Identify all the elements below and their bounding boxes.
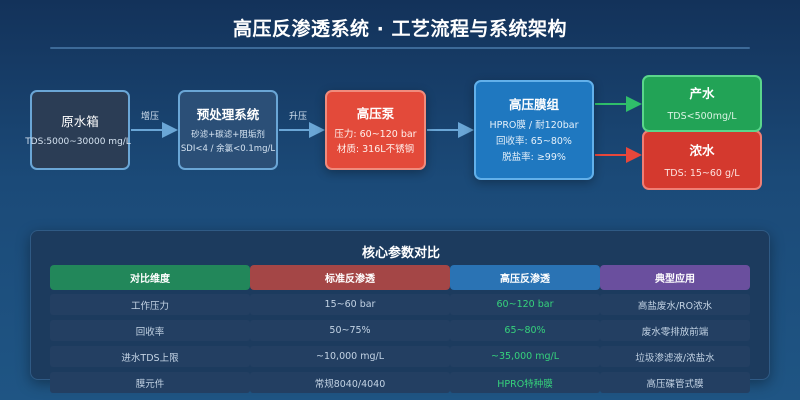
- node-desc: 砂滤+碳滤+阻垢剂: [191, 130, 265, 140]
- product-water-node: 产水 TDS<500mg/L: [642, 75, 762, 132]
- table-cell: HPRO特种膜: [450, 372, 600, 393]
- comparison-table: 对比维度 标准反渗透 高压反渗透 典型应用 工作压力 15~60 bar 60~…: [50, 265, 750, 398]
- table-cell: 60~120 bar: [450, 294, 600, 315]
- node-desc: 脱盐率: ≥99%: [502, 152, 566, 163]
- arrow-label-raise: 升压: [289, 112, 308, 122]
- header-cell-dimension: 对比维度: [50, 265, 250, 290]
- table-row: 回收率 50~75% 65~80% 废水零排放前端: [50, 320, 750, 341]
- title-divider: [50, 47, 750, 49]
- table-cell: 废水零排放前端: [600, 320, 750, 341]
- node-desc: SDI<4 / 余氯<0.1mg/L: [180, 144, 276, 154]
- node-desc: TDS:5000~30000 mg/L: [25, 136, 131, 147]
- node-desc: TDS<500mg/L: [667, 111, 737, 122]
- table-cell: 进水TDS上限: [50, 346, 250, 367]
- table-cell: 回收率: [50, 320, 250, 341]
- node-desc: TDS: 15~60 g/L: [664, 167, 740, 179]
- table-row: 进水TDS上限 ~10,000 mg/L ~35,000 mg/L 垃圾渗滤液/…: [50, 346, 750, 367]
- table-cell: 工作压力: [50, 294, 250, 315]
- table-row: 工作压力 15~60 bar 60~120 bar 高盐废水/RO浓水: [50, 294, 750, 315]
- node-title: 原水箱: [61, 113, 99, 129]
- arrow-label-boost: 增压: [141, 112, 160, 122]
- node-desc: 材质: 316L不锈钢: [336, 144, 415, 155]
- node-desc: 回收率: 65~80%: [496, 136, 572, 147]
- node-title: 高压膜组: [508, 97, 559, 112]
- table-cell: 高盐废水/RO浓水: [600, 294, 750, 315]
- table-cell: 垃圾渗滤液/浓盐水: [600, 346, 750, 367]
- node-title: 高压泵: [356, 106, 395, 121]
- node-title: 预处理系统: [196, 107, 260, 122]
- high-pressure-pump-node: 高压泵 压力: 60~120 bar 材质: 316L不锈钢: [325, 90, 426, 170]
- concentrate-node: 浓水 TDS: 15~60 g/L: [642, 130, 762, 190]
- pretreatment-node: 预处理系统 砂滤+碳滤+阻垢剂 SDI<4 / 余氯<0.1mg/L: [178, 90, 278, 170]
- table-cell: 膜元件: [50, 372, 250, 393]
- header-cell-standard-ro: 标准反渗透: [250, 265, 450, 290]
- header-cell-high-pressure-ro: 高压反渗透: [450, 265, 600, 290]
- table-cell: 50~75%: [250, 320, 450, 341]
- table-cell: 15~60 bar: [250, 294, 450, 315]
- node-desc: HPRO膜 / 耐120bar: [489, 120, 579, 131]
- panel-title: 核心参数对比: [361, 246, 440, 261]
- table-row: 膜元件 常规8040/4040 HPRO特种膜 高压碟管式膜: [50, 372, 750, 393]
- table-cell: ~35,000 mg/L: [450, 346, 600, 367]
- node-desc: 压力: 60~120 bar: [334, 129, 417, 140]
- node-title: 产水: [689, 86, 715, 101]
- table-cell: ~10,000 mg/L: [250, 346, 450, 367]
- table-cell: 65~80%: [450, 320, 600, 341]
- membrane-group-node: 高压膜组 HPRO膜 / 耐120bar 回收率: 65~80% 脱盐率: ≥9…: [474, 80, 594, 180]
- raw-water-tank-node: 原水箱 TDS:5000~30000 mg/L: [25, 90, 131, 170]
- table-header-row: 对比维度 标准反渗透 高压反渗透 典型应用: [50, 265, 750, 290]
- page-title: 高压反渗透系统 · 工艺流程与系统架构: [233, 18, 567, 40]
- header-cell-application: 典型应用: [600, 265, 750, 290]
- table-cell: 高压碟管式膜: [600, 372, 750, 393]
- table-cell: 常规8040/4040: [250, 372, 450, 393]
- node-title: 浓水: [689, 142, 715, 158]
